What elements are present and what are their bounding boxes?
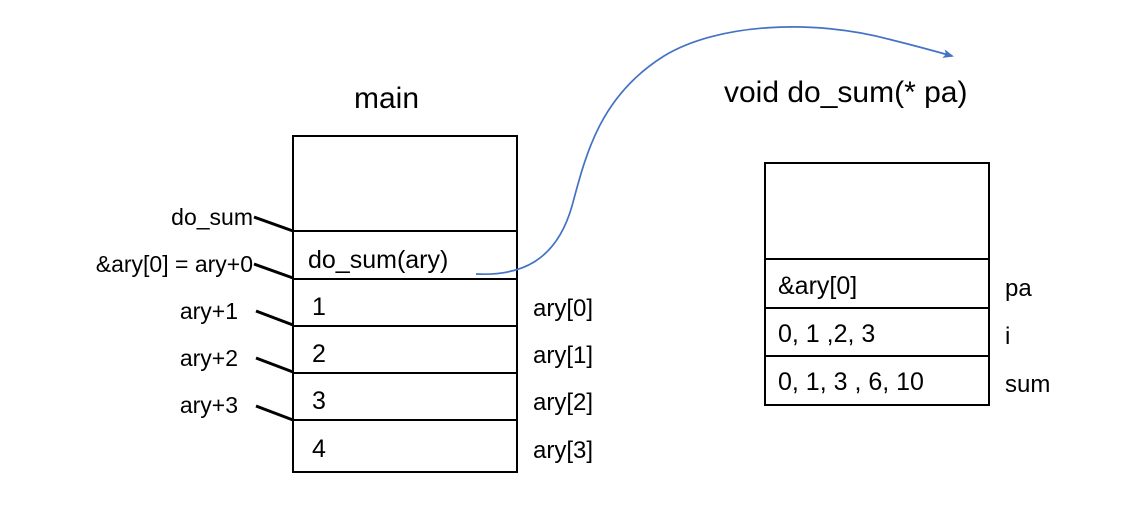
callee-divider-3 bbox=[766, 355, 988, 357]
main-cell-value-5: 4 bbox=[312, 435, 326, 463]
callee-cell-label-pa: pa bbox=[1005, 275, 1032, 302]
left-label-ary-plus-3: ary+3 bbox=[179, 392, 238, 418]
main-cell-value-4: 3 bbox=[312, 387, 326, 415]
main-stack-frame bbox=[292, 135, 518, 473]
leader-line-ary-plus-0 bbox=[253, 262, 294, 280]
main-cell-value-2: 1 bbox=[312, 293, 326, 321]
main-frame-title: main bbox=[354, 82, 420, 115]
callee-stack-frame bbox=[764, 162, 990, 406]
main-divider-1 bbox=[294, 230, 516, 232]
call-flow-arrow-path bbox=[475, 26, 954, 276]
main-cell-label-ary3: ary[3] bbox=[533, 437, 594, 464]
left-label-ary-plus-1: ary+1 bbox=[179, 298, 238, 324]
callee-cell-value-i: 0, 1 ,2, 3 bbox=[778, 320, 876, 348]
main-cell-value-1: do_sum(ary) bbox=[308, 246, 449, 274]
callee-cell-value-sum: 0, 1, 3 , 6, 10 bbox=[778, 368, 924, 396]
callee-divider-1 bbox=[766, 258, 988, 260]
left-label-ary-plus-2: ary+2 bbox=[179, 345, 238, 371]
main-cell-label-ary0: ary[0] bbox=[533, 295, 594, 322]
main-divider-4 bbox=[294, 372, 516, 374]
callee-divider-2 bbox=[766, 307, 988, 309]
main-divider-2 bbox=[294, 278, 516, 280]
main-cell-value-3: 2 bbox=[312, 340, 326, 368]
leader-line-ary-plus-2 bbox=[255, 356, 294, 374]
left-label-ary-plus-0: &ary[0] = ary+0 bbox=[95, 251, 253, 277]
leader-line-ary-plus-1 bbox=[255, 309, 294, 327]
main-cell-label-ary2: ary[2] bbox=[533, 389, 594, 416]
leader-line-do-sum bbox=[253, 215, 294, 233]
main-cell-label-ary1: ary[1] bbox=[533, 342, 594, 369]
callee-cell-label-sum: sum bbox=[1005, 371, 1051, 398]
callee-cell-value-pa: &ary[0] bbox=[778, 272, 858, 300]
callee-frame-title: void do_sum(* pa) bbox=[724, 76, 968, 109]
main-divider-5 bbox=[294, 419, 516, 421]
left-label-do-sum: do_sum bbox=[171, 204, 253, 230]
main-divider-3 bbox=[294, 325, 516, 327]
callee-cell-label-i: i bbox=[1005, 323, 1011, 350]
leader-line-ary-plus-3 bbox=[255, 404, 294, 422]
